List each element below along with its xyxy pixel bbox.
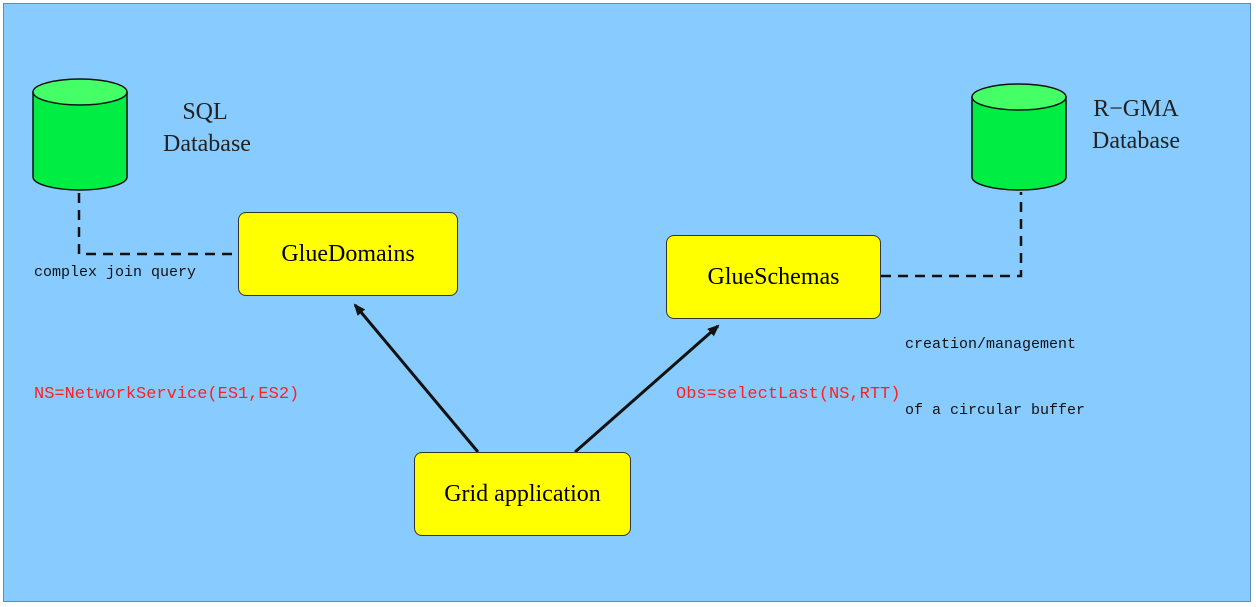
complex-join-query-note: complex join query bbox=[34, 264, 197, 281]
network-service-call: NS=NetworkService(ES1,ES2) bbox=[34, 385, 300, 404]
rgma-database-label-line1: R−GMA bbox=[1093, 96, 1179, 122]
rgma-link-dashed bbox=[881, 192, 1023, 278]
glueschemas-label: GlueSchemas bbox=[707, 263, 840, 290]
sql-database-icon bbox=[32, 78, 128, 191]
rgma-database-icon bbox=[971, 83, 1067, 191]
sql-database-label-line2: Database bbox=[163, 131, 251, 157]
grid-application-label: Grid application bbox=[444, 480, 601, 507]
sql-link-dashed bbox=[77, 193, 238, 256]
sql-database-label-line1: SQL bbox=[182, 99, 228, 125]
sql-database-label: SQL Database bbox=[163, 96, 251, 160]
circular-buffer-note-line2: of a circular buffer bbox=[905, 402, 1086, 419]
glueschemas-box: GlueSchemas bbox=[666, 235, 881, 319]
grid-application-box: Grid application bbox=[414, 452, 631, 536]
arrow-to-gluedomains bbox=[353, 303, 480, 453]
rgma-database-label-line2: Database bbox=[1092, 128, 1180, 154]
select-last-call: Obs=selectLast(NS,RTT) bbox=[676, 385, 901, 404]
circular-buffer-note-line1: creation/management bbox=[905, 336, 1077, 353]
arrow-to-glueschemas bbox=[574, 324, 720, 454]
gluedomains-box: GlueDomains bbox=[238, 212, 458, 296]
gluedomains-label: GlueDomains bbox=[281, 240, 415, 267]
circular-buffer-note: creation/management of a circular buffer bbox=[905, 290, 1085, 444]
rgma-database-label: R−GMA Database bbox=[1085, 93, 1187, 157]
